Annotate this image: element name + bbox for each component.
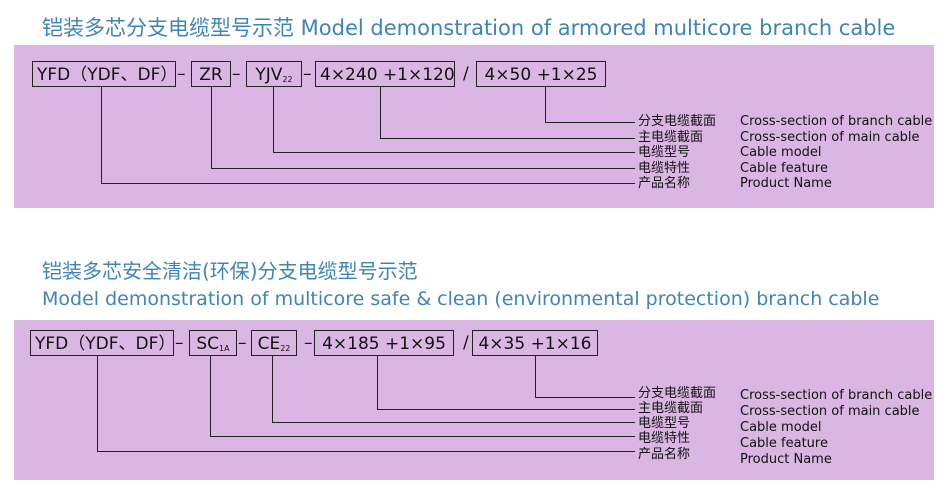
label-main-section-en: Cross-section of main cable [740,130,920,145]
cable-model-subscript: 22 [282,75,293,84]
label-main-section-en: Cross-section of main cable [740,404,920,419]
section2-title-zh: 铠装多芯安全清洁(环保)分支电缆型号示范 [42,259,418,283]
dash-separator: – [304,333,313,353]
dash-separator: – [175,333,184,353]
label-cable-feature-zh: 电缆特性 [638,431,691,446]
branch-cable-section-box: 4×35 +1×16 [472,330,598,356]
product-name-box: YFD（YDF、DF） [32,61,177,87]
label-cable-feature-en: Cable feature [740,436,828,451]
cable-model-box: CE22 [251,330,297,356]
cable-feature-box: ZR [191,61,231,87]
dash-separator: – [232,64,241,84]
dash-separator: – [177,64,186,84]
label-cable-model-zh: 电缆型号 [638,145,691,160]
cable-feature-box: SC1A [189,330,237,356]
label-branch-section-zh: 分支电缆截面 [638,114,717,129]
cable-model-subscript: 22 [280,344,291,353]
label-main-section-zh: 主电缆截面 [638,130,704,145]
cable-feature-subscript: 1A [219,344,230,353]
main-cable-section-box: 4×240 +1×120 [315,61,455,87]
dash-separator: – [238,333,247,353]
slash-separator: / [463,333,469,353]
section1-title: 铠装多芯分支电缆型号示范 Model demonstration of armo… [42,16,896,40]
label-product-name-zh: 产品名称 [638,447,691,462]
section2-title-en: Model demonstration of multicore safe & … [42,288,880,310]
label-branch-section-en: Cross-section of branch cable [740,114,933,129]
section1-panel: YFD（YDF、DF） – ZR – YJV22 – 4×240 +1×120 … [14,45,934,208]
label-branch-section-en: Cross-section of branch cable [740,388,933,403]
slash-separator: / [463,64,469,84]
label-branch-section-zh: 分支电缆截面 [638,386,717,401]
cable-feature-text: SC [196,334,220,354]
label-cable-model-en: Cable model [740,145,822,160]
cable-model-text: CE [257,334,281,354]
label-cable-model-zh: 电缆型号 [638,416,691,431]
dash-separator: – [303,64,312,84]
branch-cable-section-box: 4×50 +1×25 [476,61,606,87]
label-product-name-en: Product Name [740,452,832,467]
label-product-name-en: Product Name [740,176,832,191]
label-main-section-zh: 主电缆截面 [638,401,704,416]
label-cable-model-en: Cable model [740,420,822,435]
label-product-name-zh: 产品名称 [638,176,691,191]
cable-model-text: YJV [255,65,283,85]
label-cable-feature-zh: 电缆特性 [638,161,691,176]
product-name-box: YFD（YDF、DF） [30,330,175,356]
section2-panel: YFD（YDF、DF） – SC1A – CE22 – 4×185 +1×95 … [14,320,934,480]
main-cable-section-box: 4×185 +1×95 [314,330,454,356]
cable-model-box: YJV22 [246,61,302,87]
label-cable-feature-en: Cable feature [740,161,828,176]
